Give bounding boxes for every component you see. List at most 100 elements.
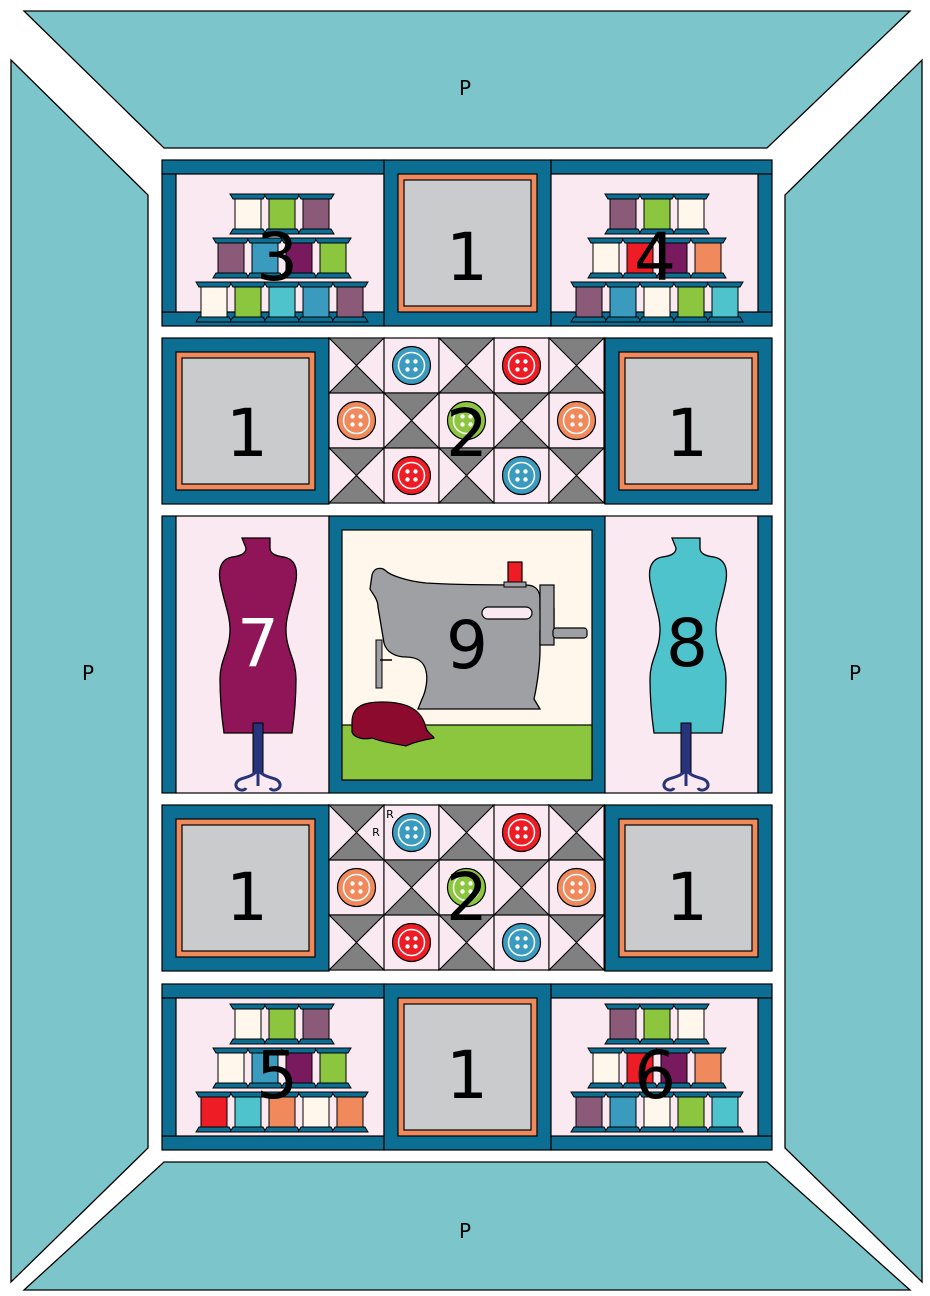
border-left	[11, 60, 148, 1282]
border-bottom-label: P	[459, 1219, 471, 1243]
thread-spool	[196, 1092, 232, 1132]
hourglass-patch	[494, 393, 549, 448]
hourglass-patch	[439, 338, 494, 393]
hourglass-patch	[439, 805, 494, 860]
thread-spool	[315, 238, 351, 278]
thread-spool	[298, 282, 334, 322]
thread-spool	[298, 1092, 334, 1132]
button-icon	[503, 814, 541, 852]
block-label-8: 8	[666, 605, 708, 682]
thread-spool	[707, 1092, 743, 1132]
thread-spool	[673, 194, 709, 234]
button-icon	[558, 402, 596, 440]
hourglass-patch	[329, 448, 384, 503]
thread-spool	[673, 1004, 709, 1044]
block-label-1-r2-right: 1	[666, 395, 708, 472]
spool-block-4: 4	[551, 160, 772, 326]
button-icon	[338, 869, 376, 907]
thread-spool	[196, 282, 232, 322]
block-label-5: 5	[256, 1037, 298, 1114]
thread-spool	[213, 238, 249, 278]
hourglass-patch	[549, 338, 604, 393]
thread-spool	[571, 282, 607, 322]
block-label-9: 9	[446, 607, 488, 684]
thread-spool	[298, 1004, 334, 1044]
thread-spool	[690, 238, 726, 278]
border-top-label: P	[459, 76, 471, 100]
thread-spool	[673, 282, 709, 322]
sash-strip	[551, 1136, 772, 1150]
button-icon	[393, 924, 431, 962]
grey-block-r4-right: 1	[605, 805, 772, 971]
dress-form-block-7: 7	[162, 516, 329, 793]
block-label-3: 3	[256, 219, 298, 296]
row-3: 7 9	[162, 516, 772, 793]
button-icon	[393, 814, 431, 852]
button-icon	[503, 924, 541, 962]
row-4: 1 2 RR 1	[162, 805, 772, 971]
thread-spool	[588, 238, 624, 278]
sash-strip	[758, 998, 772, 1136]
corner-mark-r2: R	[372, 826, 380, 839]
button-icon	[503, 347, 541, 385]
thread-spool	[298, 194, 334, 234]
thread-spool	[315, 1048, 351, 1088]
grey-block-top: 1	[384, 160, 551, 326]
spool-block-6: 6	[551, 984, 772, 1150]
thread-spool	[571, 1092, 607, 1132]
button-icon	[558, 869, 596, 907]
dress-form-block-8: 8	[605, 516, 772, 793]
block-label-2-bottom: 2	[446, 859, 488, 936]
hourglass-patch	[384, 393, 439, 448]
row-2: 1 2 1	[162, 338, 772, 504]
sash-strip	[551, 984, 772, 998]
grey-block-r2-left: 1	[162, 338, 329, 504]
hourglass-patch	[549, 448, 604, 503]
block-label-1-bottom: 1	[446, 1037, 488, 1114]
thread-spool	[673, 1092, 709, 1132]
hourglass-patch	[549, 915, 604, 970]
hourglass-patch	[329, 338, 384, 393]
thread-spool	[332, 282, 368, 322]
thread-spool	[588, 1048, 624, 1088]
block-label-6: 6	[634, 1037, 676, 1114]
sash-strip	[551, 160, 772, 174]
hourglass-patch	[329, 915, 384, 970]
grey-block-r4-left: 1	[162, 805, 329, 971]
block-label-1-r2-left: 1	[226, 395, 268, 472]
button-icon	[338, 402, 376, 440]
border-left-label: P	[82, 661, 94, 685]
block-label-4: 4	[634, 219, 676, 296]
border-right-label: P	[849, 661, 861, 685]
sash-strip	[162, 174, 176, 312]
button-icon	[503, 457, 541, 495]
thread-spool	[690, 1048, 726, 1088]
sewing-machine-block-9: 9	[329, 516, 605, 793]
grey-block-bottom: 1	[384, 984, 551, 1150]
button-block-top: 2	[329, 338, 604, 503]
button-icon	[393, 457, 431, 495]
block-label-7: 7	[237, 605, 279, 682]
sash-strip	[162, 984, 384, 998]
sash-strip	[162, 1136, 384, 1150]
sash-strip	[758, 174, 772, 312]
block-label-1-r4-right: 1	[666, 859, 708, 936]
hourglass-patch	[549, 805, 604, 860]
block-label-2-top: 2	[446, 395, 488, 472]
corner-mark-r1: R	[386, 808, 394, 821]
thread-spool	[707, 282, 743, 322]
thread-spool	[213, 1048, 249, 1088]
hourglass-patch	[384, 860, 439, 915]
row-5: 5 1 6	[162, 984, 772, 1150]
sash-strip	[162, 998, 176, 1136]
hourglass-patch	[494, 860, 549, 915]
button-block-bottom: 2 RR	[329, 805, 604, 970]
button-icon	[393, 347, 431, 385]
grey-block-r2-right: 1	[605, 338, 772, 504]
spool-block-3: 3	[162, 160, 384, 326]
row-1: 3 1 4	[162, 160, 772, 326]
block-label-1-top: 1	[446, 219, 488, 296]
thread-spool	[332, 1092, 368, 1132]
spool-block-5: 5	[162, 984, 384, 1150]
